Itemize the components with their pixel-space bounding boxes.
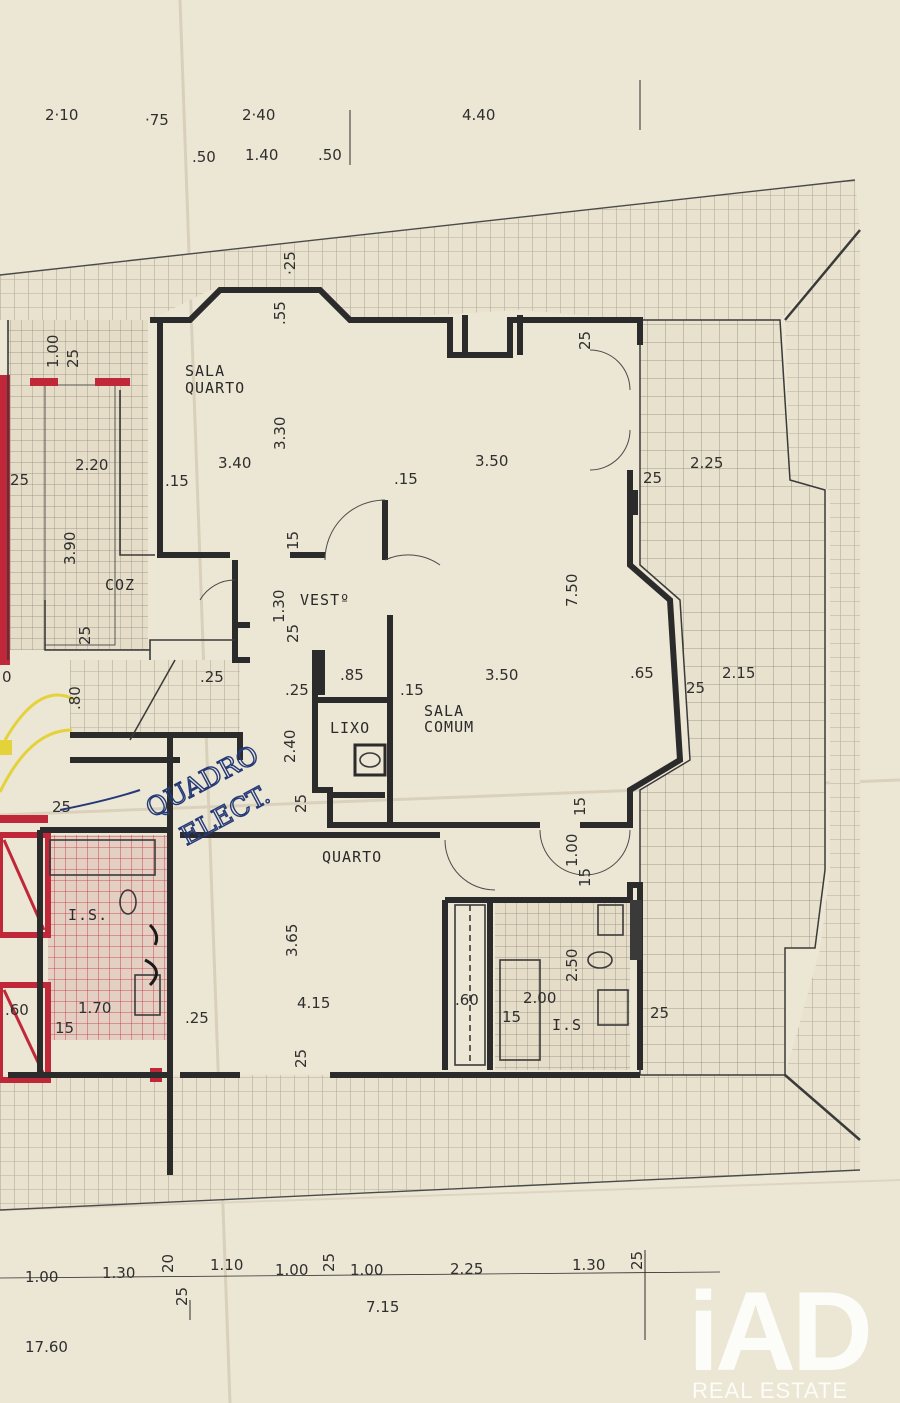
interior-dimensions: ·25 .55 25 1.00 25 25 2.20 .15 3.40 3.30… (2, 251, 755, 1068)
dim-r: 1.30 (270, 590, 288, 623)
dim-top-5: .50 (192, 148, 216, 166)
dim-j: 3.30 (271, 417, 289, 450)
top-dimensions: 2·10 ·75 2·40 4.40 .50 1.40 .50 (45, 106, 495, 166)
doors (129, 349, 631, 891)
dim-ak: 2.50 (563, 949, 581, 982)
dim-aj: 3.65 (283, 924, 301, 957)
dim-top-3: 2·40 (242, 106, 275, 124)
watermark-logo: iAD (688, 1269, 869, 1394)
dim-ac: .80 (66, 686, 84, 710)
room-is-right-label: I.S (552, 1016, 582, 1034)
dim-e: 25 (64, 349, 82, 368)
watermark-tagline: REAL ESTATE (692, 1378, 848, 1403)
room-quarto-upper-label: QUARTO (185, 379, 245, 397)
room-cozinha-label: COZ (105, 576, 135, 594)
bathroom-left-area (48, 835, 168, 1040)
dim-c: 25 (576, 331, 594, 350)
dim-q: 25 (76, 626, 94, 645)
dim-l: 3.50 (475, 452, 508, 470)
dim-b: .55 (271, 301, 289, 325)
room-sala-label: SALA (185, 362, 225, 380)
dim-bottom-12: 7.15 (366, 1298, 399, 1316)
dim-av: 0 (2, 668, 12, 686)
dim-h: .15 (165, 472, 189, 490)
dim-bottom-3: 20 (159, 1254, 177, 1273)
dim-as: .25 (185, 1009, 209, 1027)
bathroom-right-area (495, 900, 630, 1070)
dim-ad: 2.40 (281, 730, 299, 763)
dim-d: 1.00 (44, 335, 62, 368)
dim-y: 3.50 (485, 666, 518, 684)
dim-bottom-6: 25 (320, 1253, 338, 1272)
dim-aa: 25 (686, 679, 705, 697)
dim-bottom-4: 1.10 (210, 1256, 243, 1274)
dim-ah: 1.00 (563, 834, 581, 867)
dim-g: 2.20 (75, 456, 108, 474)
dim-top-7: .50 (318, 146, 342, 164)
dim-ag: 15 (571, 797, 589, 816)
dim-top-4: 4.40 (462, 106, 495, 124)
dim-n: 25 (643, 469, 662, 487)
roof-area (0, 179, 861, 1211)
dim-ao: 15 (502, 1008, 521, 1026)
dim-top-1: 2·10 (45, 106, 78, 124)
dim-o: 3.90 (61, 532, 79, 565)
dim-ab: 2.15 (722, 664, 755, 682)
dim-ap: .60 (5, 1001, 29, 1019)
dim-af: 25 (292, 794, 310, 813)
iad-watermark: iAD REAL ESTATE (688, 1269, 873, 1403)
bottom-dimensions: 1.00 1.30 20 1.10 1.00 25 1.00 2.25 1.30… (0, 1251, 721, 1356)
room-sala-comum-label-1: SALA (424, 702, 464, 720)
dim-bottom-8: 2.25 (450, 1260, 483, 1278)
room-is-left-label: I.S. (68, 906, 108, 924)
dim-bottom-1: 1.00 (25, 1268, 58, 1286)
dim-i: 3.40 (218, 454, 251, 472)
dim-aq: 1.70 (78, 999, 111, 1017)
dim-x: .15 (400, 681, 424, 699)
dim-top-6: 1.40 (245, 146, 278, 164)
dim-f: 25 (10, 471, 29, 489)
red-markup (0, 375, 162, 1083)
room-labels: SALA QUARTO VESTº COZ LIXO SALA COMUM QU… (68, 362, 582, 1034)
dim-k: .15 (394, 470, 418, 488)
dim-w: .25 (285, 681, 309, 699)
dim-ar: 15 (55, 1019, 74, 1037)
dim-bottom-2: 1.30 (102, 1264, 135, 1282)
dim-u: .25 (200, 668, 224, 686)
dim-an: 2.00 (523, 989, 556, 1007)
dim-s: 25 (284, 624, 302, 643)
dim-ae: 25 (52, 798, 71, 816)
room-quarto-label: QUARTO (322, 848, 382, 866)
dim-at: 25 (650, 1004, 669, 1022)
terrace (639, 319, 826, 1076)
dim-bottom-10: 25 (628, 1251, 646, 1270)
dim-bottom-11: 25 (173, 1287, 191, 1306)
details (7, 320, 642, 1066)
dim-a: ·25 (281, 251, 299, 275)
dim-z: .65 (630, 664, 654, 682)
room-vestibulo-label: VESTº (300, 591, 350, 609)
dim-m: 2.25 (690, 454, 723, 472)
dim-al: 4.15 (297, 994, 330, 1012)
dim-bottom-5: 1.00 (275, 1261, 308, 1279)
dim-t: 7.50 (563, 574, 581, 607)
dimension-lines (189, 80, 646, 1340)
room-lixo-label: LIXO (330, 719, 370, 737)
dim-p: 15 (284, 531, 302, 550)
yellow-markup (0, 693, 76, 793)
stairs (70, 660, 240, 735)
dim-am: .60 (455, 991, 479, 1009)
dim-bottom-7: 1.00 (350, 1261, 383, 1279)
dim-au: 25 (292, 1049, 310, 1068)
dim-bottom-9: 1.30 (572, 1256, 605, 1274)
kitchen-area (8, 320, 148, 650)
dim-top-2: ·75 (145, 111, 169, 129)
room-sala-comum-label-2: COMUM (424, 718, 474, 736)
dim-bottom-13: 17.60 (25, 1338, 68, 1356)
dim-v: .85 (340, 666, 364, 684)
dim-ai: 15 (576, 868, 594, 887)
